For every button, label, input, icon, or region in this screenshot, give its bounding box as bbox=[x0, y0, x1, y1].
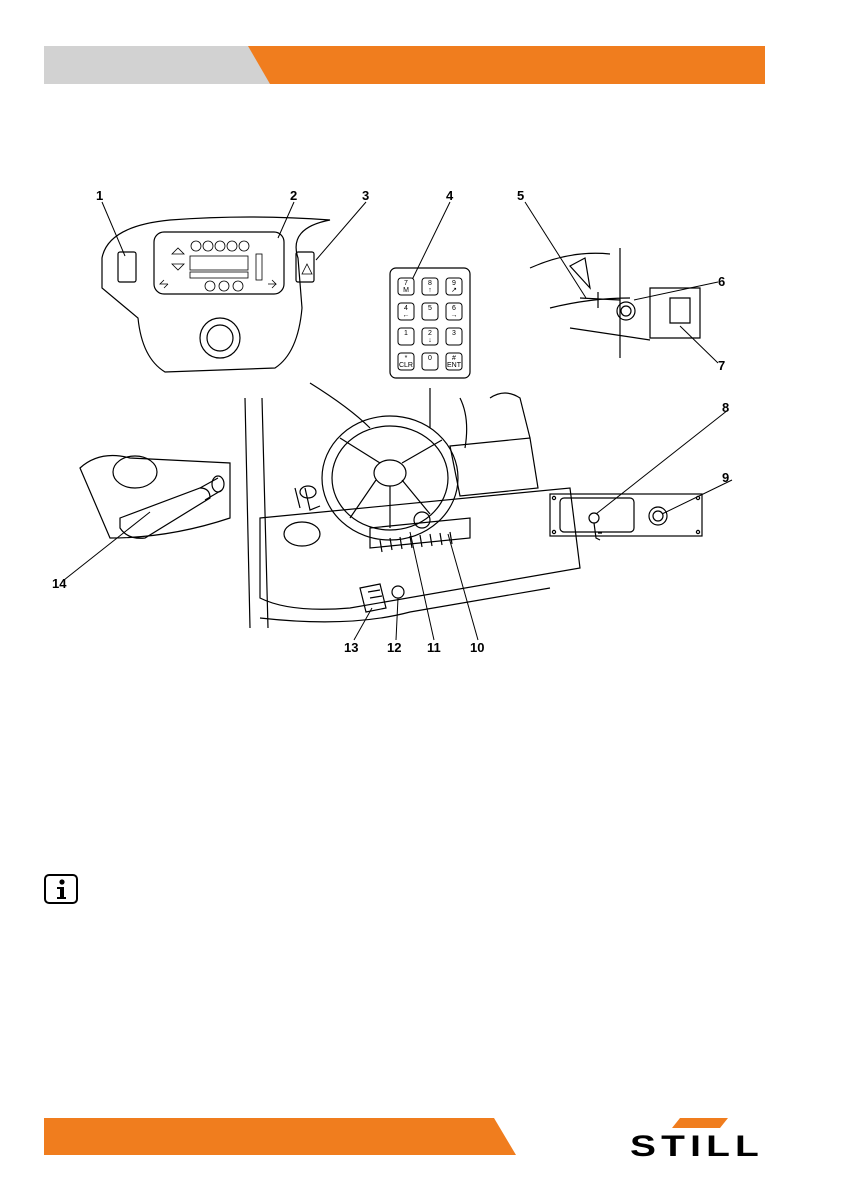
keypad-key-digit: 2 bbox=[428, 330, 432, 337]
cab-pillar-left bbox=[245, 398, 268, 628]
keypad-key-sub: CLR bbox=[399, 362, 413, 369]
still-logo: STILL bbox=[628, 1118, 766, 1158]
keypad-key-sub: M bbox=[403, 287, 409, 294]
keypad-key-digit: 6 bbox=[452, 305, 456, 312]
info-icon bbox=[44, 874, 78, 904]
keypad-key-digit: 1 bbox=[404, 330, 408, 337]
keypad-key-digit: 8 bbox=[428, 280, 432, 287]
keypad-keys: 7M 8↑ 9↗ 4← 5 6→ 1 2↓ 3 *CLR 0 #ENT bbox=[398, 278, 462, 370]
keypad-key-digit: 4 bbox=[404, 305, 408, 312]
keypad-key-digit: * bbox=[405, 355, 408, 362]
callout-7: 7 bbox=[718, 358, 725, 373]
callout-9: 9 bbox=[722, 470, 729, 485]
header-orange-band bbox=[248, 46, 765, 84]
keypad-key-digit: 7 bbox=[404, 280, 408, 287]
callout-14: 14 bbox=[52, 576, 67, 591]
keypad-key-sub: ENT bbox=[447, 362, 462, 369]
keypad-key-digit: 3 bbox=[452, 330, 456, 337]
header-grey-band bbox=[44, 46, 284, 84]
keypad-key-digit: # bbox=[452, 355, 456, 362]
callout-4: 4 bbox=[446, 188, 454, 203]
callout-6: 6 bbox=[718, 274, 725, 289]
keypad-key-digit: 0 bbox=[428, 355, 432, 362]
callout-8: 8 bbox=[722, 400, 729, 415]
keypad-key-digit: 9 bbox=[452, 280, 456, 287]
footer-orange-band bbox=[44, 1118, 516, 1155]
keypad-key-sub: ↗ bbox=[451, 287, 457, 294]
callout-1: 1 bbox=[96, 188, 103, 203]
svg-text:STILL: STILL bbox=[630, 1130, 764, 1158]
callout-3: 3 bbox=[362, 188, 369, 203]
callout-2: 2 bbox=[290, 188, 297, 203]
callout-11: 11 bbox=[427, 640, 441, 655]
callout-5: 5 bbox=[517, 188, 524, 203]
keypad-key-sub: ↓ bbox=[428, 337, 432, 344]
multi-lever bbox=[120, 488, 210, 538]
callout-13: 13 bbox=[344, 640, 358, 655]
callout-12: 12 bbox=[387, 640, 401, 655]
keypad-key-sub: → bbox=[451, 312, 458, 319]
keypad-key-sub: ↑ bbox=[428, 287, 432, 294]
keypad-key-digit: 5 bbox=[428, 305, 432, 312]
callout-10: 10 bbox=[470, 640, 484, 655]
keypad-key-sub: ← bbox=[403, 312, 410, 319]
